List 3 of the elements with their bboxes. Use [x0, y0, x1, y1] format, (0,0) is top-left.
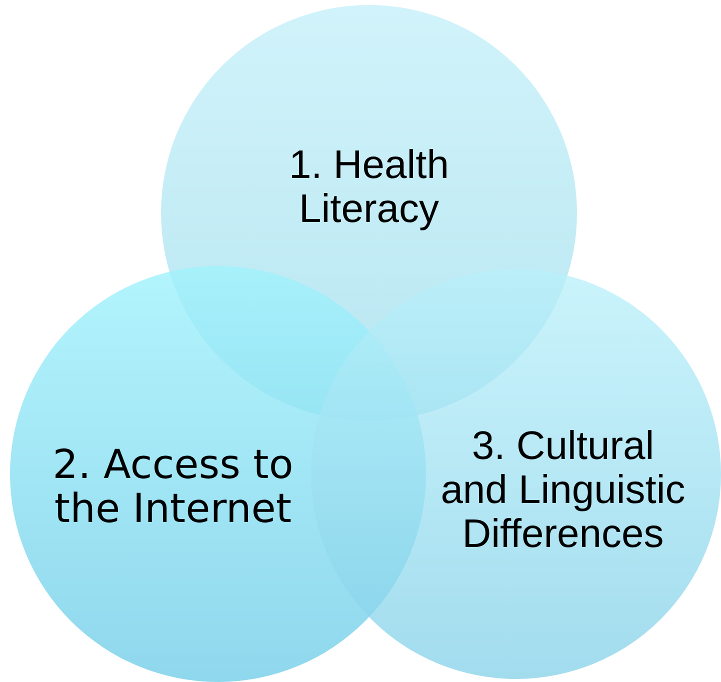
circle-label: 3. Cultural and Linguistic Differences [440, 424, 686, 556]
circle-label: 2. Access to the Internet [52, 443, 294, 531]
circle-label: 1. Health Literacy [288, 143, 450, 231]
